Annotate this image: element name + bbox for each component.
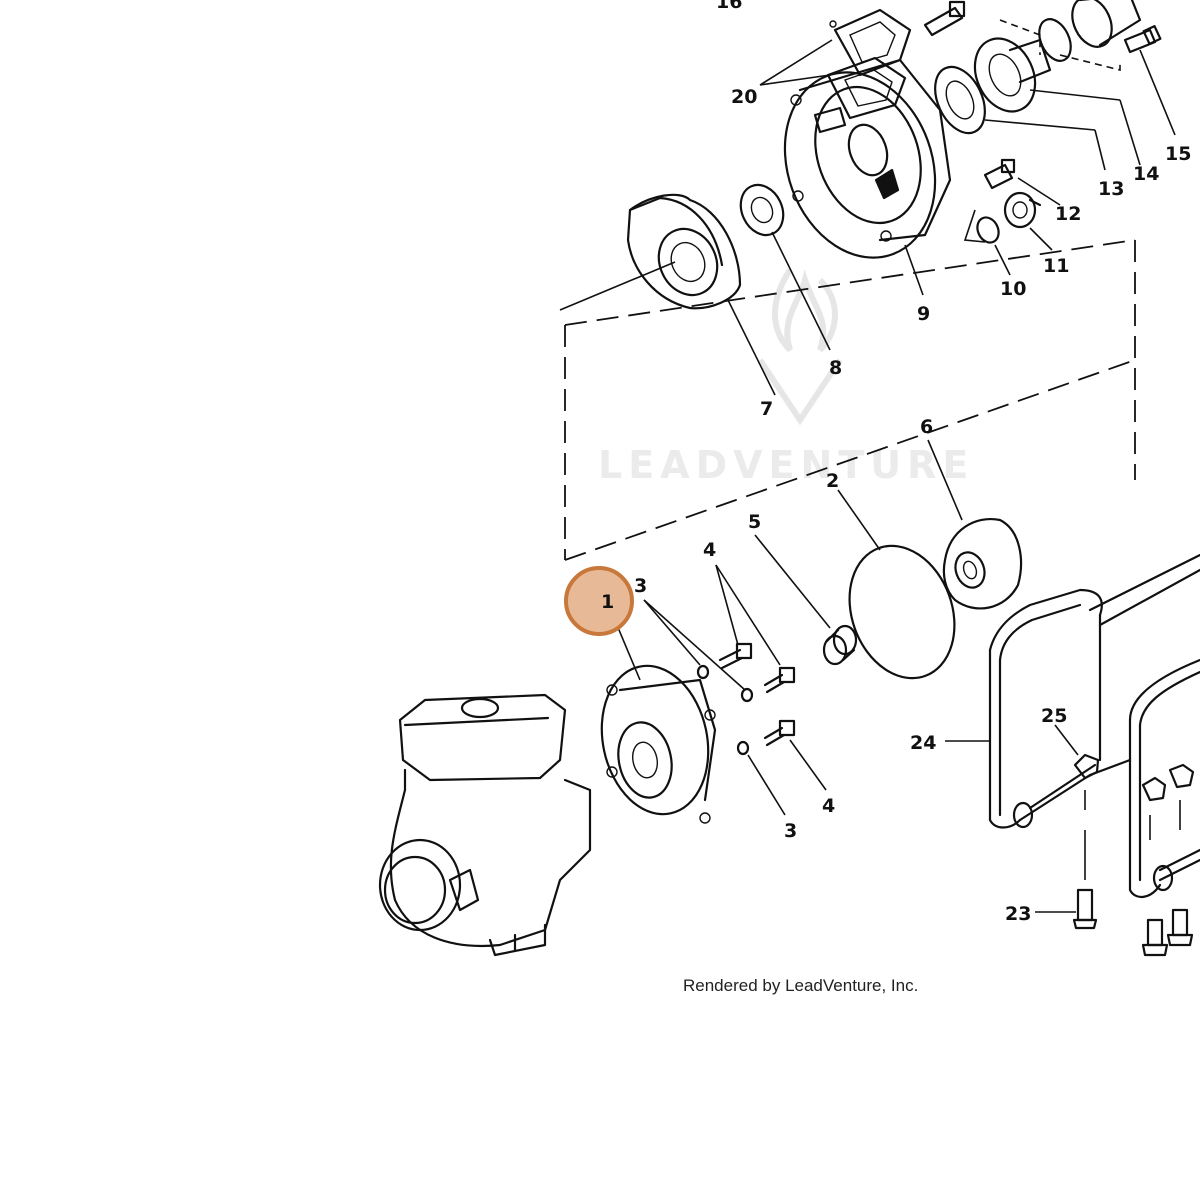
part-24-frame <box>988 553 1200 898</box>
callout-10[interactable]: 10 <box>1000 278 1026 300</box>
part-12-drain-plug <box>983 158 1016 190</box>
engine-assembly <box>378 693 592 957</box>
callout-23[interactable]: 23 <box>1005 903 1031 925</box>
part-13-flange-gasket <box>934 65 986 135</box>
part-6-impeller <box>942 517 1022 610</box>
leader-lines <box>559 19 1176 913</box>
part-10-o-ring <box>976 216 1000 244</box>
part-20-cover-gasket <box>826 8 912 120</box>
render-credit: Rendered by LeadVenture, Inc. <box>683 976 919 995</box>
callout-4[interactable]: 4 <box>703 539 716 561</box>
watermark-text: LEADVENTURE <box>598 443 974 487</box>
part-1-adapter-plate <box>600 664 717 824</box>
callout-4[interactable]: 4 <box>822 795 835 817</box>
callout-16[interactable]: 16 <box>716 0 742 13</box>
callout-3[interactable]: 3 <box>634 575 647 597</box>
callout-24[interactable]: 24 <box>910 732 936 754</box>
callout-13[interactable]: 13 <box>1098 178 1124 200</box>
callout-3[interactable]: 3 <box>784 820 797 842</box>
callout-15[interactable]: 15 <box>1165 143 1191 165</box>
callout-5[interactable]: 5 <box>748 511 761 533</box>
part-7-volute <box>626 193 742 310</box>
part-25-nut <box>1073 753 1100 880</box>
part-2-o-ring <box>848 544 956 680</box>
part-14-flange <box>973 37 1052 113</box>
callout-11[interactable]: 11 <box>1043 255 1069 277</box>
part-15-inlet-fitting <box>1038 0 1162 62</box>
callout-25[interactable]: 25 <box>1041 705 1067 727</box>
callout-1[interactable]: 1 <box>601 591 614 613</box>
callout-12[interactable]: 12 <box>1055 203 1081 225</box>
frame-hardware <box>1141 763 1195 957</box>
part-4-bolts <box>718 642 796 747</box>
callout-6[interactable]: 6 <box>920 416 933 438</box>
callout-2[interactable]: 2 <box>826 470 839 492</box>
part-3-washers <box>696 664 754 756</box>
assembly-frame <box>564 239 1136 561</box>
callout-7[interactable]: 7 <box>760 398 773 420</box>
callout-9[interactable]: 9 <box>917 303 930 325</box>
selected-part-highlight[interactable] <box>564 566 634 636</box>
callout-14[interactable]: 14 <box>1133 163 1159 185</box>
part-23-bolt <box>1072 888 1098 930</box>
callout-20[interactable]: 20 <box>731 86 757 108</box>
part-9-pump-housing <box>783 58 952 259</box>
part-top-bolt <box>923 0 966 37</box>
watermark-logo <box>757 268 843 426</box>
part-8-seal <box>739 183 785 237</box>
callout-labels: 1 2 3 3 4 4 5 6 7 8 9 10 11 12 13 14 15 … <box>601 0 1191 925</box>
part-5-sleeve <box>822 624 858 666</box>
part-11-plug-fitting <box>1003 191 1042 229</box>
callout-8[interactable]: 8 <box>829 357 842 379</box>
